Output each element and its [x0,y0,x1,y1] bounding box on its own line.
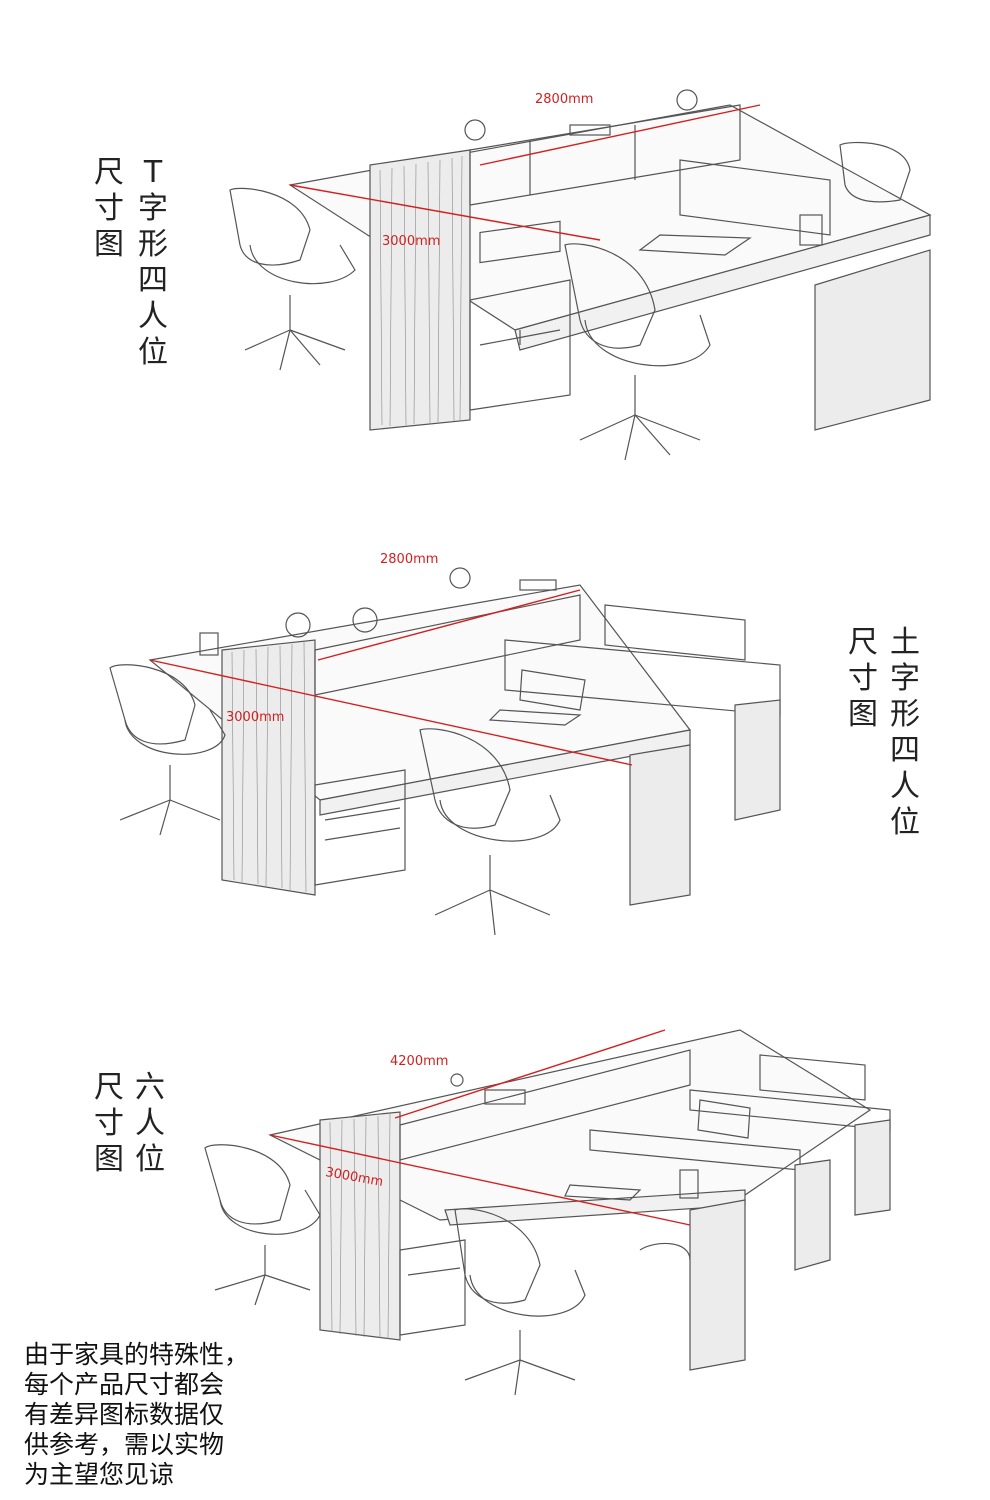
six-seat-title-col1: 六人位 [135,1070,165,1177]
six-seat-title-col2: 尺寸图 [94,1070,124,1177]
tu-shape-width-dimension: 3000mm [226,710,285,725]
tu-shape-title-col1: 土字形四人位 [890,625,920,840]
t-shape-title-col1: T字形四人位 [138,155,168,370]
panel-t-shape: T字形四人位 尺寸图 2800mm 3000mm [0,0,990,500]
disclaimer-line-3: 有差异图标数据仅 [24,1400,225,1429]
t-shape-sketch [229,89,932,461]
t-shape-length-dimension: 2800mm [535,92,594,107]
t-shape-title-col2: 尺寸图 [94,155,124,262]
tu-shape-dimension-lines [149,589,633,766]
tu-shape-length-dimension: 2800mm [380,552,439,567]
disclaimer-note: 由于家具的特殊性， 每个产品尺寸都会 有差异图标数据仅 供参考，需以实物 为主望… [24,1340,284,1490]
tu-shape-title-col2: 尺寸图 [848,625,878,732]
disclaimer-line-1: 由于家具的特殊性， [24,1340,250,1369]
panel-six-seat: 六人位 尺寸图 4200mm 3000mm [0,1000,990,1500]
six-seat-length-dimension: 4200mm [390,1054,449,1069]
disclaimer-line-5: 为主望您见谅 [24,1460,175,1489]
tu-shape-sketch [109,567,781,936]
six-seat-sketch [204,1029,891,1396]
panel-tu-shape: 土字形四人位 尺寸图 2800mm 3000mm [0,500,990,1000]
t-shape-dimension-lines [289,104,761,241]
t-shape-width-dimension: 3000mm [382,234,441,249]
six-seat-dimension-lines [269,1029,691,1226]
disclaimer-line-4: 供参考，需以实物 [24,1430,225,1459]
disclaimer-line-2: 每个产品尺寸都会 [24,1370,225,1399]
